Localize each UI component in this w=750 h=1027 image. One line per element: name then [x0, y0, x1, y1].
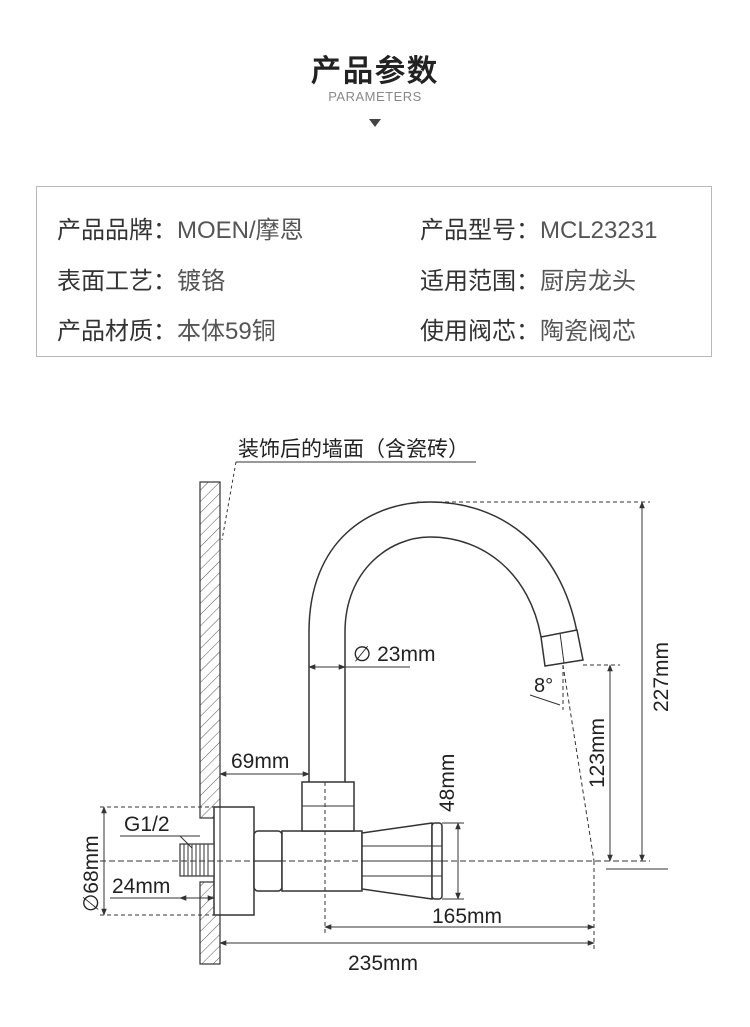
dim-reach: 165mm	[432, 905, 502, 928]
wall-label-leader	[221, 461, 476, 541]
spout	[308, 501, 584, 782]
page-title: 产品参数	[311, 55, 439, 88]
spec-value: 镀铬	[177, 268, 225, 295]
spec-label: 产品品牌：	[57, 217, 177, 244]
spec-valve: 使用阀芯：陶瓷阀芯	[420, 311, 636, 346]
down-arrow-icon	[369, 119, 381, 127]
spec-label: 使用阀芯：	[420, 318, 540, 345]
dim-total-height: 227mm	[650, 642, 673, 712]
dim-spout-diameter: ∅ 23mm	[353, 643, 435, 666]
spec-table	[36, 186, 712, 357]
dimension-lines	[100, 501, 668, 950]
spec-material: 产品材质：本体59铜	[57, 311, 276, 346]
dim-flange-diameter: ∅68mm	[80, 835, 103, 912]
spec-label: 产品型号：	[420, 217, 540, 244]
wall	[199, 481, 221, 965]
spec-usage: 适用范围：厨房龙头	[420, 261, 636, 296]
spec-value: 厨房龙头	[540, 268, 636, 295]
dim-total-length: 235mm	[348, 952, 418, 975]
dim-spout-height: 123mm	[586, 718, 609, 788]
dim-angle: 8°	[534, 675, 553, 697]
spec-label: 适用范围：	[420, 268, 540, 295]
spec-value: 本体59铜	[177, 318, 276, 345]
spec-brand: 产品品牌：MOEN/摩恩	[57, 210, 304, 245]
spec-finish: 表面工艺：镀铬	[57, 261, 225, 296]
dim-wall-to-spout: 69mm	[231, 750, 289, 773]
spec-label: 表面工艺：	[57, 268, 177, 295]
spec-label: 产品材质：	[57, 318, 177, 345]
dim-valve-height: 48mm	[436, 754, 459, 812]
spec-value: MCL23231	[540, 217, 658, 244]
spec-model: 产品型号：MCL23231	[420, 210, 657, 245]
valve-body	[281, 781, 363, 892]
page-subtitle: PARAMETERS	[328, 89, 422, 104]
dim-thread: G1/2	[124, 813, 170, 836]
thread	[179, 843, 215, 877]
spec-value: 陶瓷阀芯	[540, 318, 636, 345]
wall-label: 装饰后的墙面（含瓷砖）	[238, 438, 469, 461]
dim-thread-length: 24mm	[112, 875, 170, 898]
spec-value: MOEN/摩恩	[177, 217, 304, 244]
